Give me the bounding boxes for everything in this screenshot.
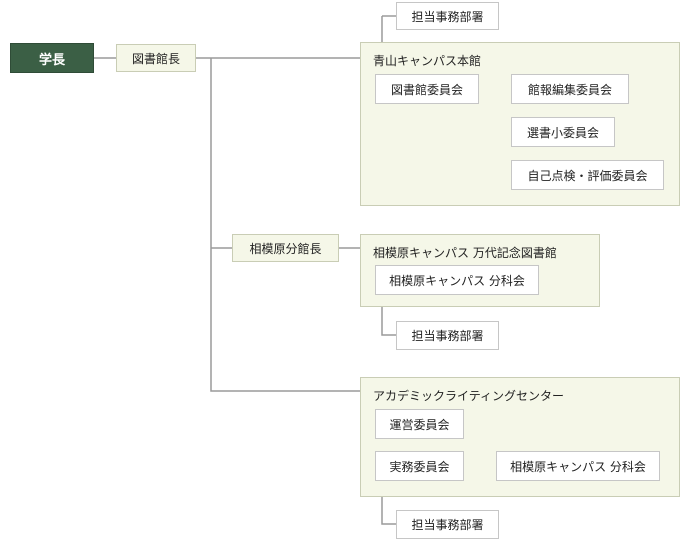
library-director-label: 図書館長 — [131, 51, 180, 66]
practical-committee-label: 実務委員会 — [389, 459, 450, 474]
aoyama-title: 青山キャンパス本館 — [373, 54, 482, 68]
operations-committee-label: 運営委員会 — [389, 417, 450, 432]
self-evaluation-committee-label: 自己点検・評価委員会 — [527, 168, 648, 183]
president-box: 学長 — [10, 43, 94, 73]
sagamihara-staff-label: 担当事務部署 — [411, 329, 484, 343]
writing-center-subcommittee-box: 相模原キャンパス 分科会 — [496, 451, 660, 481]
newsletter-committee-box: 館報編集委員会 — [511, 74, 629, 104]
top-staff-label: 担当事務部署 — [411, 9, 484, 24]
writing-center-subcommittee-label: 相模原キャンパス 分科会 — [510, 459, 646, 474]
library-committee-label: 図書館委員会 — [390, 82, 463, 97]
library-director-box: 図書館長 — [116, 44, 196, 72]
book-selection-committee-box: 選書小委員会 — [511, 117, 615, 147]
practical-committee-box: 実務委員会 — [375, 451, 464, 481]
sagamihara-director-box: 相模原分館長 — [232, 234, 339, 262]
president-label: 学長 — [38, 52, 65, 68]
writing-center-staff-box: 担当事務部署 — [396, 510, 499, 539]
sagamihara-subcommittee-box: 相模原キャンパス 分科会 — [375, 265, 539, 295]
operations-committee-box: 運営委員会 — [375, 409, 464, 439]
sagamihara-staff-box: 担当事務部署 — [396, 321, 499, 350]
writing-center-staff-label: 担当事務部署 — [411, 518, 484, 532]
book-selection-committee-label: 選書小委員会 — [526, 125, 599, 140]
writing-center-title: アカデミックライティングセンター — [373, 389, 565, 403]
newsletter-committee-label: 館報編集委員会 — [527, 82, 612, 97]
library-committee-box: 図書館委員会 — [375, 74, 479, 104]
sagamihara-title: 相模原キャンパス 万代記念図書館 — [373, 246, 557, 260]
sagamihara-subcommittee-label: 相模原キャンパス 分科会 — [389, 273, 525, 288]
self-evaluation-committee-box: 自己点検・評価委員会 — [511, 160, 664, 190]
sagamihara-director-label: 相模原分館長 — [249, 241, 322, 256]
top-staff-box: 担当事務部署 — [396, 2, 499, 30]
